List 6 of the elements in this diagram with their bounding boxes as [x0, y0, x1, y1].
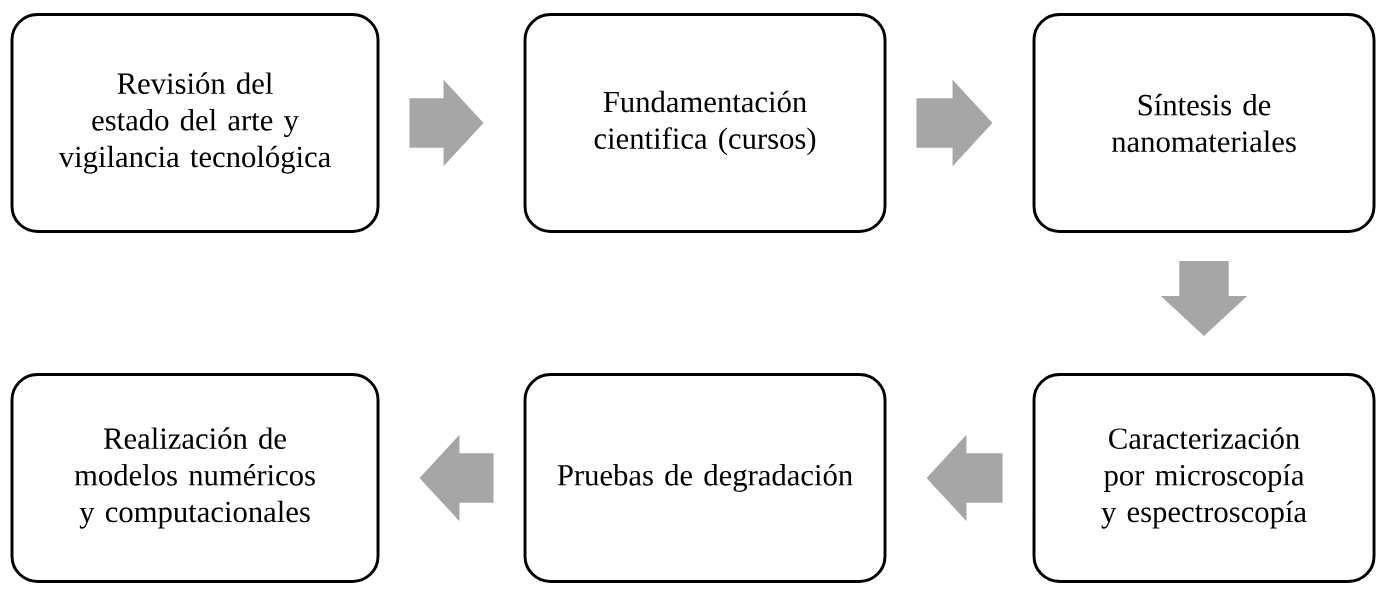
- process-box: Pruebas de degradación: [523, 373, 887, 583]
- process-box: Fundamentación cientifica (cursos): [523, 13, 887, 233]
- process-box: Revisión del estado del arte y vigilancia tecnológica: [10, 13, 380, 233]
- process-box: Caracterización por microscopía y espectroscopía: [1032, 373, 1376, 583]
- process-box: Síntesis de nanomateriales: [1032, 13, 1376, 233]
- process-box: Realización de modelos numéricos y computacionales: [10, 373, 380, 583]
